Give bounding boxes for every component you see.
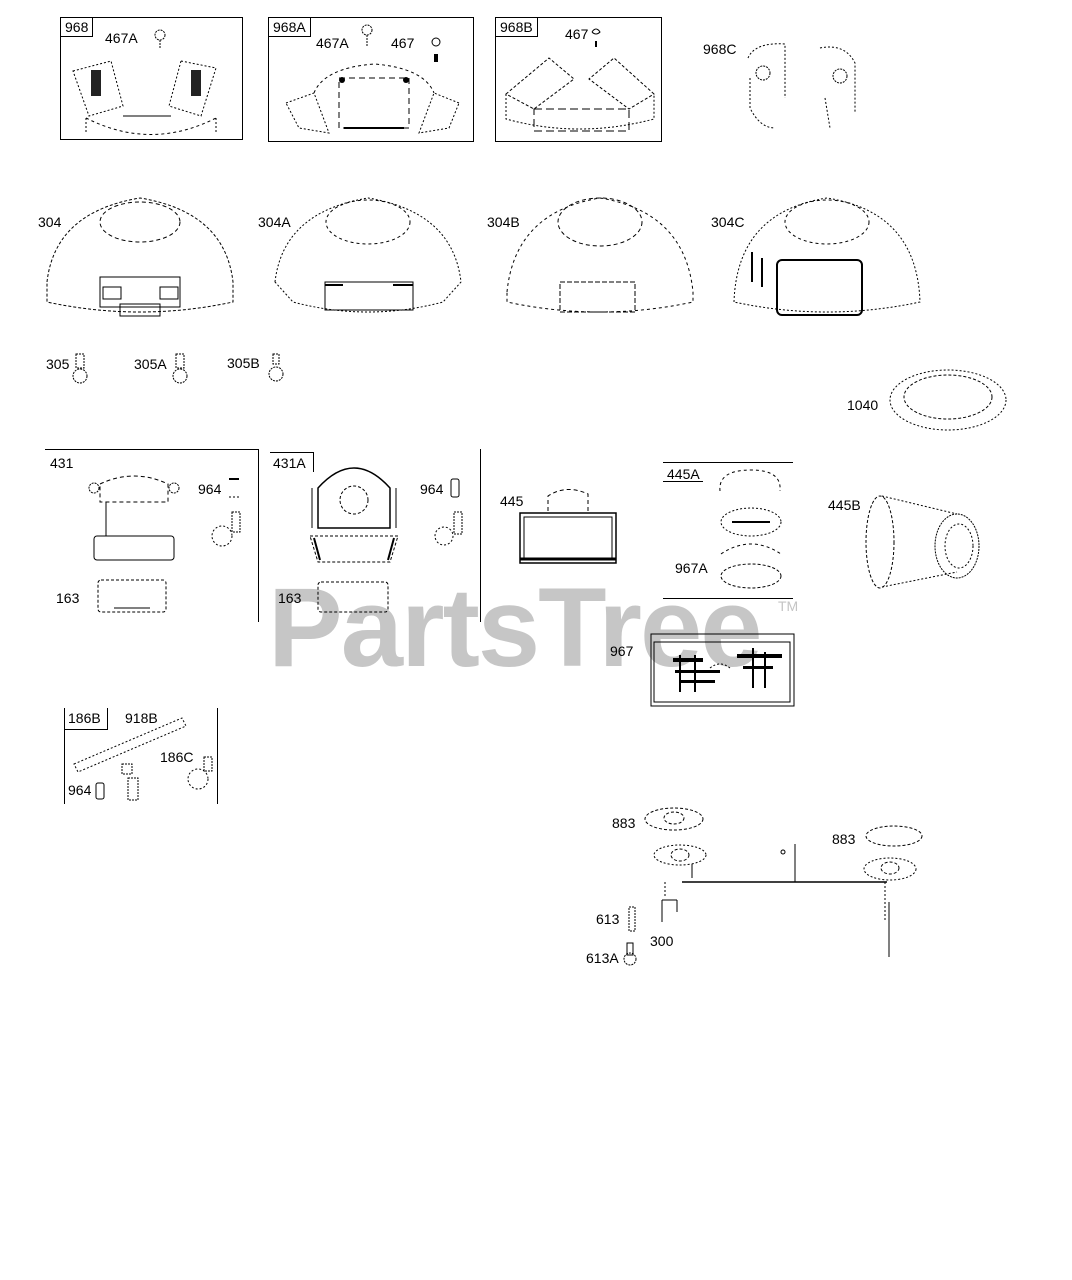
carburetor-431-icon[interactable] bbox=[86, 470, 182, 562]
label-964[interactable]: 964 bbox=[68, 782, 92, 798]
blower-housing-304A-icon[interactable] bbox=[273, 192, 463, 322]
label-305B[interactable]: 305B bbox=[227, 355, 260, 371]
screw-305A-icon[interactable] bbox=[172, 352, 188, 386]
group-431-tag: 431 bbox=[50, 455, 74, 471]
label-467[interactable]: 467 bbox=[565, 26, 589, 42]
label-304A[interactable]: 304A bbox=[258, 214, 291, 230]
label-883[interactable]: 883 bbox=[612, 815, 636, 831]
blower-housing-304-icon[interactable] bbox=[45, 192, 235, 322]
trademark-symbol: TM bbox=[778, 598, 799, 614]
air-filter-445-icon[interactable] bbox=[518, 486, 626, 578]
fuel-pump-fitting-431A-icon[interactable] bbox=[434, 510, 468, 555]
group-445A-top-border bbox=[663, 462, 793, 463]
precleaner-445A-icon[interactable] bbox=[716, 466, 786, 594]
label-883[interactable]: 883 bbox=[832, 831, 856, 847]
flange-left-icon[interactable] bbox=[652, 843, 708, 867]
label-186C[interactable]: 186C bbox=[160, 749, 194, 765]
screw-305-icon[interactable] bbox=[72, 352, 88, 386]
screw-467A-icon[interactable] bbox=[361, 24, 373, 48]
label-445[interactable]: 445 bbox=[500, 493, 524, 509]
bolt-613-icon[interactable] bbox=[627, 905, 637, 933]
gasket-1040-icon[interactable] bbox=[888, 365, 1010, 435]
decal-967-icon[interactable] bbox=[645, 630, 800, 710]
bolt-613A-icon[interactable] bbox=[622, 941, 638, 967]
group-431A-top-border bbox=[270, 452, 313, 453]
label-445B[interactable]: 445B bbox=[828, 497, 861, 513]
screw-305B-icon[interactable] bbox=[268, 352, 284, 386]
label-613A[interactable]: 613A bbox=[586, 950, 619, 966]
group-445A-tag: 445A bbox=[667, 466, 700, 482]
label-305[interactable]: 305 bbox=[46, 356, 70, 372]
fitting-186C-icon[interactable] bbox=[186, 755, 216, 795]
shroud-968B-icon[interactable] bbox=[504, 54, 659, 136]
label-613[interactable]: 613 bbox=[596, 911, 620, 927]
group-186B-box bbox=[64, 708, 218, 804]
label-918B[interactable]: 918B bbox=[125, 710, 158, 726]
label-304[interactable]: 304 bbox=[38, 214, 62, 230]
label-467A[interactable]: 467A bbox=[316, 35, 349, 51]
gasket-163-icon[interactable] bbox=[316, 580, 390, 614]
label-967A[interactable]: 967A bbox=[675, 560, 708, 576]
label-304C[interactable]: 304C bbox=[711, 214, 745, 230]
label-1040[interactable]: 1040 bbox=[847, 397, 879, 413]
label-964[interactable]: 964 bbox=[420, 481, 444, 497]
cylinder-shroud-968-icon[interactable] bbox=[71, 56, 236, 138]
label-305A[interactable]: 305A bbox=[134, 356, 167, 372]
label-964[interactable]: 964 bbox=[198, 481, 222, 497]
group-431-top-border bbox=[45, 449, 259, 450]
label-967[interactable]: 967 bbox=[610, 643, 634, 659]
gasket-883-left-icon[interactable] bbox=[643, 805, 705, 833]
gasket-163-icon[interactable] bbox=[96, 578, 168, 614]
group-431A-tag-border bbox=[313, 452, 314, 472]
group-968B-tag: 968B bbox=[496, 18, 538, 37]
group-431A-tag: 431A bbox=[273, 455, 306, 471]
carburetor-431A-icon[interactable] bbox=[306, 458, 402, 568]
group-186B-tag-box: 186B bbox=[64, 708, 108, 730]
group-968A-tag: 968A bbox=[269, 18, 311, 37]
label-467[interactable]: 467 bbox=[391, 35, 415, 51]
label-304B[interactable]: 304B bbox=[487, 214, 520, 230]
clip-964-icon[interactable] bbox=[227, 477, 241, 499]
group-968-tag: 968 bbox=[61, 18, 94, 37]
label-163[interactable]: 163 bbox=[56, 590, 80, 606]
clip-964-icon[interactable] bbox=[94, 781, 106, 801]
group-968-box: 968 467A bbox=[60, 17, 243, 140]
muffler-300-icon[interactable] bbox=[657, 842, 907, 962]
label-300[interactable]: 300 bbox=[650, 933, 674, 949]
group-431-right-border bbox=[258, 449, 259, 622]
blower-housing-304C-icon[interactable] bbox=[732, 192, 922, 322]
flange-right-icon[interactable] bbox=[862, 856, 918, 882]
nut-467-icon[interactable] bbox=[429, 36, 443, 64]
group-186B-right-border bbox=[217, 708, 218, 804]
clip-964-icon[interactable] bbox=[449, 477, 461, 499]
filter-cartridge-445B-icon[interactable] bbox=[862, 492, 982, 592]
label-968C[interactable]: 968C bbox=[703, 41, 737, 57]
group-445A-bottom-border bbox=[663, 598, 793, 599]
screw-467A-icon[interactable] bbox=[153, 28, 167, 50]
label-163[interactable]: 163 bbox=[278, 590, 302, 606]
fuel-pump-fitting-431-icon[interactable] bbox=[210, 510, 244, 555]
baffle-968C-icon[interactable] bbox=[745, 38, 860, 133]
gasket-883-right-icon[interactable] bbox=[864, 823, 924, 849]
group-968B-box: 968B 467 bbox=[495, 17, 662, 142]
shroud-968A-icon[interactable] bbox=[284, 58, 464, 140]
blower-housing-304B-icon[interactable] bbox=[505, 192, 695, 322]
nut-467-icon[interactable] bbox=[590, 26, 602, 48]
label-467A[interactable]: 467A bbox=[105, 30, 138, 46]
fitting-186B-icon[interactable] bbox=[118, 760, 144, 802]
group-445A-tag-underline bbox=[663, 481, 703, 482]
group-968A-box: 968A 467A 467 bbox=[268, 17, 474, 142]
group-186B-tag: 186B bbox=[68, 710, 101, 726]
group-431A-right-border bbox=[480, 449, 481, 622]
